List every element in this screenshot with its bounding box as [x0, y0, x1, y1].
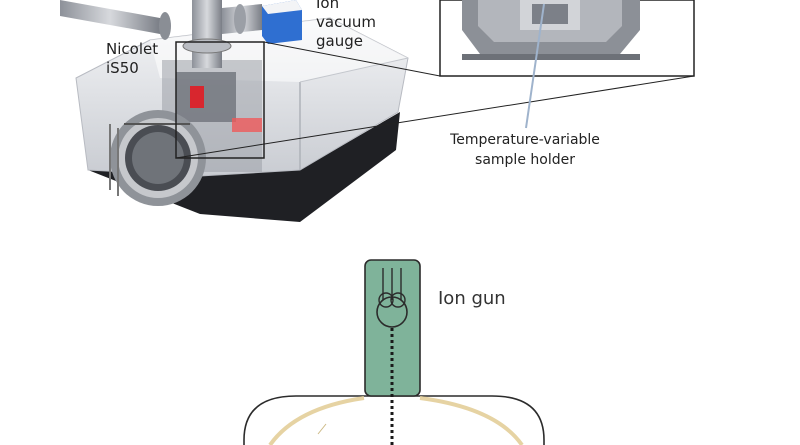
spectrometer-illustration: [60, 0, 695, 222]
gauge-label-line-2: vacuum: [316, 13, 376, 31]
gauge-label-line-1: Ion: [316, 0, 340, 12]
instrument-label-line-1: Nicolet: [106, 40, 159, 58]
holder-pointer: [525, 3, 545, 129]
holder-label: Temperature-variable sample holder: [430, 130, 620, 170]
ion-gun-label: Ion gun: [438, 288, 506, 309]
instrument-label-line-2: iS50: [106, 59, 139, 77]
ion-gun-schematic: [243, 259, 545, 445]
viewport-flange: [110, 110, 206, 206]
chamber-outline: [243, 395, 545, 445]
instrument-label: Nicolet iS50: [106, 40, 158, 78]
zoom-box: [175, 41, 265, 159]
gauge-label-line-3: gauge: [316, 32, 363, 50]
holder-label-line-2: sample holder: [475, 152, 575, 168]
holder-label-line-1: Temperature-variable: [450, 132, 600, 148]
heating-arc: [268, 396, 524, 445]
vacuum-tube: [192, 0, 222, 68]
ion-source-ring: [376, 296, 408, 328]
gauge-label: Ion vacuum gauge: [316, 0, 376, 51]
sample-holder-inset: [439, 0, 695, 129]
